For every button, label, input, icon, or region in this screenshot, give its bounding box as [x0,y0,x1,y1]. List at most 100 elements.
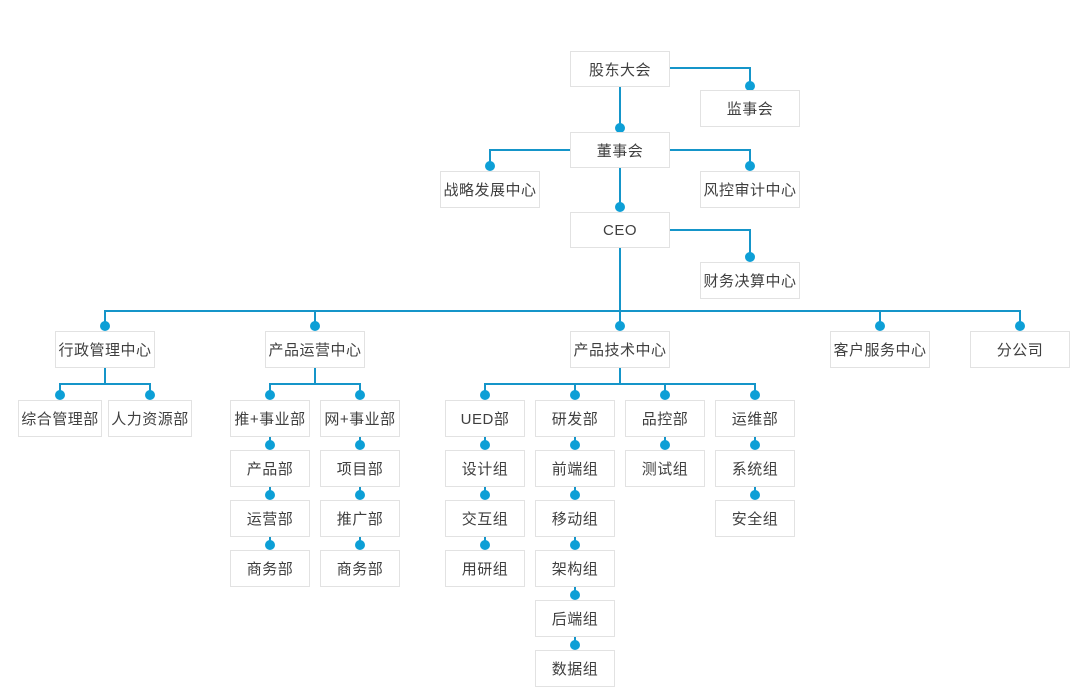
connector-dot [145,390,155,400]
connector-dot [570,590,580,600]
connector-line [1019,310,1021,323]
connector-line [619,368,621,385]
connector-dot [355,490,365,500]
connector-line [489,149,571,151]
connector-dot [615,123,625,133]
connector-dot [480,490,490,500]
org-node-mobile-group: 移动组 [535,500,615,537]
connector-dot [570,640,580,650]
org-node-security-group: 安全组 [715,500,795,537]
connector-dot [570,390,580,400]
connector-line [484,383,756,385]
connector-line [670,149,751,151]
connector-dot [310,321,320,331]
org-node-product-ops-center: 产品运营中心 [265,331,365,368]
connector-dot [570,440,580,450]
connector-line [104,310,1021,312]
connector-line [749,229,751,254]
org-node-ceo: CEO [570,212,670,248]
connector-line [314,368,316,385]
connector-line [104,310,106,323]
connector-line [619,248,621,312]
connector-dot [480,440,490,450]
connector-dot [355,390,365,400]
connector-dot [875,321,885,331]
connector-line [359,383,361,392]
org-node-general-admin-dept: 综合管理部 [18,400,102,437]
connector-dot [660,440,670,450]
org-node-wang-division: 网+事业部 [320,400,400,437]
connector-dot [265,440,275,450]
org-node-om-dept: 运维部 [715,400,795,437]
org-node-frontend-group: 前端组 [535,450,615,487]
connector-dot [615,202,625,212]
org-node-operation-dept: 运营部 [230,500,310,537]
connector-line [269,383,361,385]
connector-line [754,383,756,392]
org-node-promotion-dept: 推广部 [320,500,400,537]
org-node-rd-dept: 研发部 [535,400,615,437]
org-node-strategy-center: 战略发展中心 [440,171,540,208]
connector-dot [615,321,625,331]
connector-line [574,383,576,392]
connector-dot [265,390,275,400]
connector-dot [745,161,755,171]
org-node-shareholders: 股东大会 [570,51,670,87]
org-node-user-research-group: 用研组 [445,550,525,587]
connector-dot [265,490,275,500]
org-node-supervisory: 监事会 [700,90,800,127]
connector-line [749,67,751,83]
connector-dot [750,490,760,500]
org-node-architecture-group: 架构组 [535,550,615,587]
org-node-qc-dept: 品控部 [625,400,705,437]
org-node-system-group: 系统组 [715,450,795,487]
connector-dot [750,390,760,400]
connector-dot [660,390,670,400]
connector-line [670,67,751,69]
org-node-risk-audit-center: 风控审计中心 [700,171,800,208]
connector-line [879,310,881,323]
connector-dot [355,540,365,550]
connector-dot [480,390,490,400]
connector-line [749,149,751,163]
connector-line [149,383,151,392]
org-node-branch-company: 分公司 [970,331,1070,368]
connector-dot [750,440,760,450]
connector-dot [265,540,275,550]
org-node-biz-dept-wang: 商务部 [320,550,400,587]
connector-line [489,149,491,163]
connector-line [484,383,486,392]
org-node-design-group: 设计组 [445,450,525,487]
org-node-project-dept: 项目部 [320,450,400,487]
org-node-customer-service-center: 客户服务中心 [830,331,930,368]
connector-dot [745,252,755,262]
org-node-biz-dept-tui: 商务部 [230,550,310,587]
connector-dot [570,490,580,500]
connector-line [59,383,151,385]
connector-dot [355,440,365,450]
connector-line [619,168,621,204]
org-node-testing-group: 测试组 [625,450,705,487]
connector-line [664,383,666,392]
connector-line [619,87,621,125]
connector-dot [745,81,755,91]
connector-line [670,229,751,231]
connector-dot [55,390,65,400]
org-node-admin-center: 行政管理中心 [55,331,155,368]
connector-dot [1015,321,1025,331]
org-node-hr-dept: 人力资源部 [108,400,192,437]
org-node-interaction-group: 交互组 [445,500,525,537]
org-node-backend-group: 后端组 [535,600,615,637]
connector-line [619,310,621,323]
org-node-tui-division: 推+事业部 [230,400,310,437]
connector-dot [480,540,490,550]
connector-line [104,368,106,385]
org-node-ued-dept: UED部 [445,400,525,437]
connector-dot [485,161,495,171]
connector-line [269,383,271,392]
connector-line [59,383,61,392]
connector-line [314,310,316,323]
org-node-finance-center: 财务决算中心 [700,262,800,299]
connector-dot [570,540,580,550]
